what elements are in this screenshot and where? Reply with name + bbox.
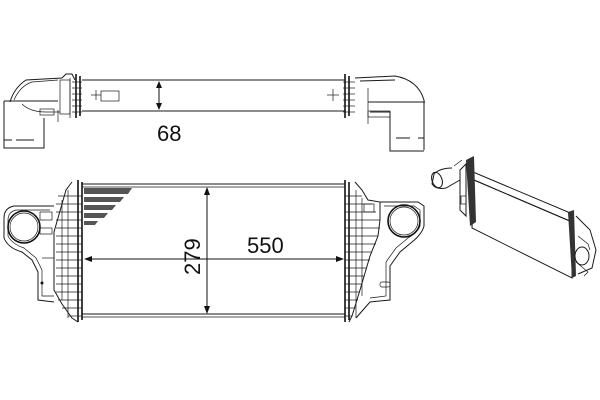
width-dimension: 550 — [84, 233, 344, 262]
top-right-tank — [343, 74, 425, 152]
top-left-marker — [91, 90, 120, 102]
width-dimension-label: 550 — [247, 233, 284, 258]
top-left-tank — [3, 73, 82, 149]
top-right-marker — [327, 89, 339, 101]
depth-dimension-label: 68 — [157, 121, 181, 146]
left-inlet-port — [7, 210, 41, 244]
top-view: 68 — [3, 73, 425, 152]
front-view: 279 550 — [3, 180, 425, 323]
right-outlet-port — [387, 204, 421, 238]
isometric-view — [431, 156, 597, 279]
front-right-header — [344, 180, 425, 323]
depth-dimension: 68 — [156, 81, 181, 146]
height-dimension-label: 279 — [180, 238, 205, 275]
front-left-header — [3, 180, 83, 323]
front-left-fins — [84, 188, 132, 225]
height-dimension: 279 — [180, 187, 210, 314]
